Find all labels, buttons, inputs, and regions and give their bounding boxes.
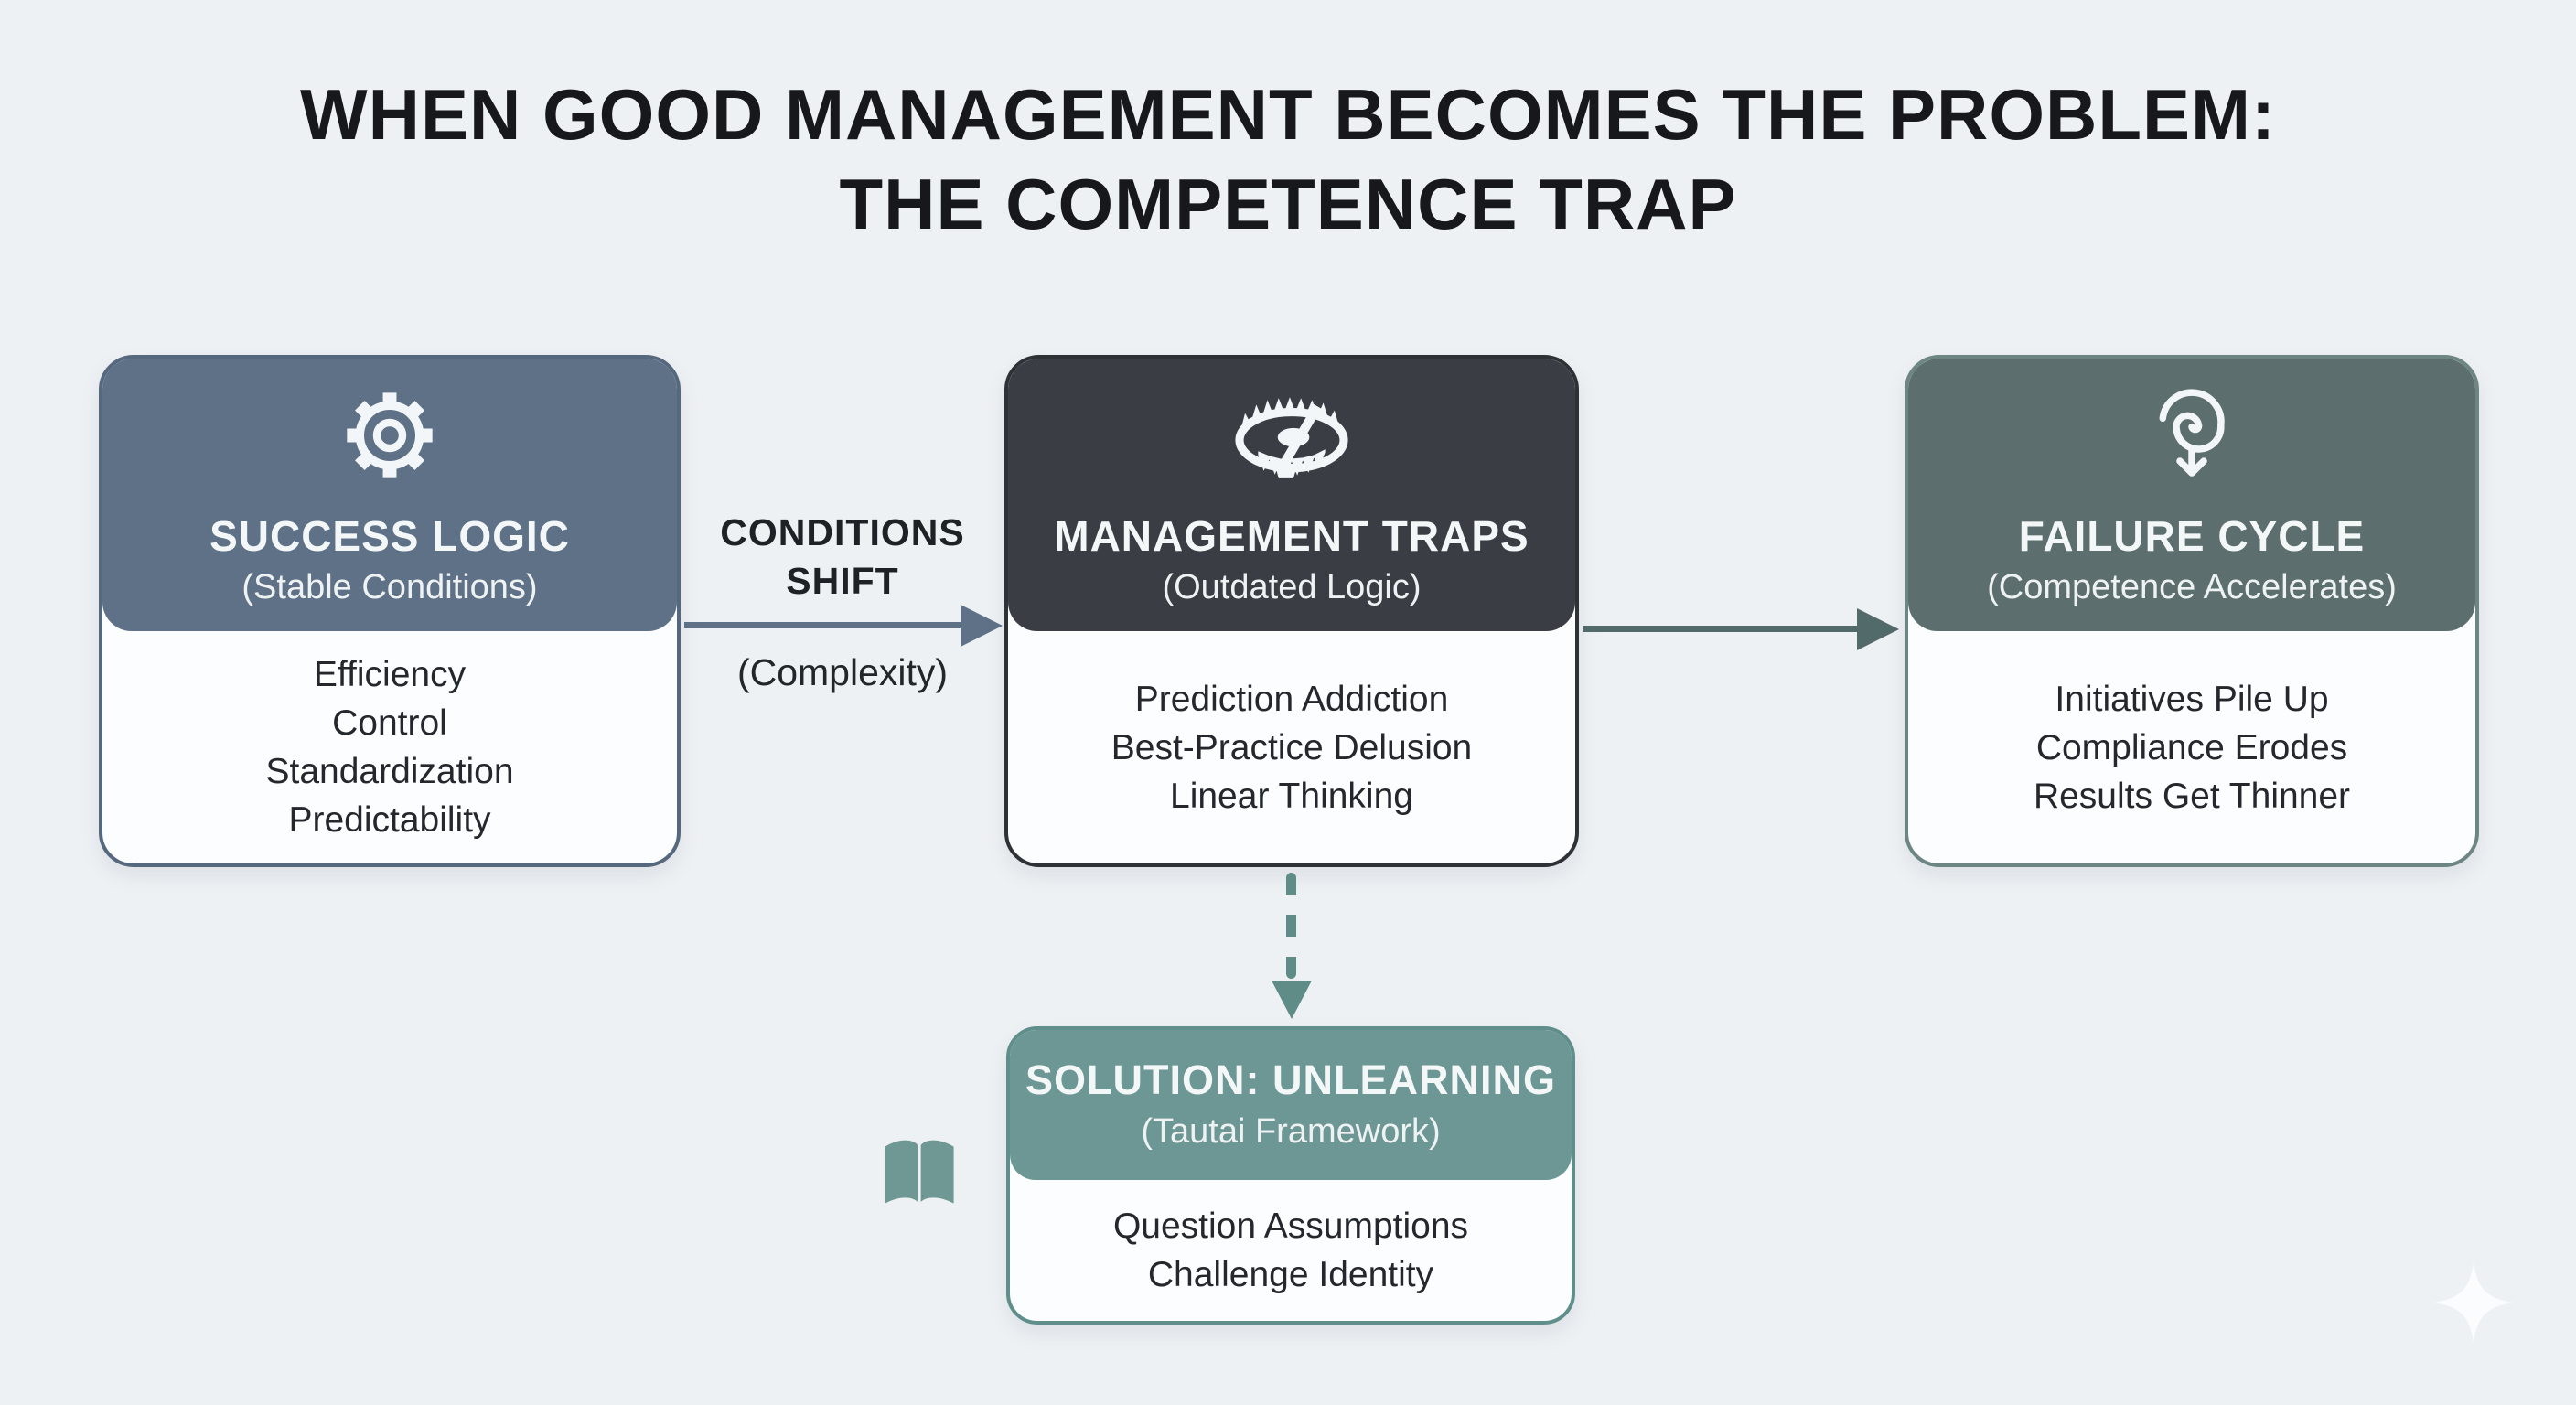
page-title-line1: WHEN GOOD MANAGEMENT BECOMES THE PROBLEM…: [300, 74, 2276, 155]
list-item: Question Assumptions: [1112, 1207, 1469, 1246]
list-item: Control: [332, 703, 447, 743]
list-item: Prediction Addiction: [1134, 679, 1449, 719]
traps-to-failure-arrow-head: [1857, 608, 1899, 650]
solution-subtitle: (Tautai Framework): [1141, 1112, 1441, 1151]
traps-to-failure-arrow-line: [1583, 626, 1859, 632]
management-traps-box: MANAGEMENT TRAPS (Outdated Logic) Predic…: [1004, 355, 1579, 867]
conditions-shift-arrow-head: [961, 605, 1003, 647]
management-traps-items: Prediction Addiction Best-Practice Delus…: [1008, 631, 1575, 863]
solution-box: SOLUTION: UNLEARNING (Tautai Framework) …: [1006, 1026, 1575, 1325]
management-traps-header: MANAGEMENT TRAPS (Outdated Logic): [1008, 359, 1575, 631]
success-logic-subtitle: (Stable Conditions): [242, 568, 538, 606]
sparkle-icon: [2428, 1257, 2519, 1353]
list-item: Efficiency: [313, 655, 467, 694]
list-item: Results Get Thinner: [2033, 776, 2351, 816]
management-traps-subtitle: (Outdated Logic): [1162, 568, 1422, 606]
success-logic-title: SUCCESS LOGIC: [209, 512, 570, 560]
gear-icon: [338, 384, 441, 491]
list-item: Predictability: [288, 800, 491, 840]
page-title-line2: THE COMPETENCE TRAP: [839, 164, 1737, 244]
failure-cycle-title: FAILURE CYCLE: [2018, 512, 2366, 560]
list-item: Linear Thinking: [1170, 776, 1413, 816]
failure-cycle-subtitle: (Competence Accelerates): [1987, 568, 2397, 606]
list-item: Initiatives Pile Up: [2055, 679, 2329, 719]
spiral-down-icon: [2141, 384, 2243, 491]
success-logic-items: Efficiency Control Standardization Predi…: [102, 631, 677, 863]
list-item: Compliance Erodes: [2035, 727, 2348, 767]
conditions-shift-label-line1: CONDITIONS: [720, 511, 965, 553]
list-item: Best-Practice Delusion: [1111, 727, 1473, 767]
solution-title: SOLUTION: UNLEARNING: [1025, 1056, 1556, 1103]
list-item: Standardization: [265, 752, 514, 791]
open-book-icon: [875, 1114, 964, 1238]
traps-to-solution-dashed-line: [1286, 873, 1296, 979]
conditions-shift-arrow-line: [684, 622, 962, 628]
trap-icon: [1223, 384, 1360, 491]
solution-items: Question Assumptions Challenge Identity: [1010, 1180, 1572, 1321]
failure-cycle-header: FAILURE CYCLE (Competence Accelerates): [1908, 359, 2475, 631]
solution-header: SOLUTION: UNLEARNING (Tautai Framework): [1010, 1030, 1572, 1180]
traps-to-solution-arrow-head: [1272, 981, 1312, 1019]
failure-cycle-items: Initiatives Pile Up Compliance Erodes Re…: [1908, 631, 2475, 863]
list-item: Challenge Identity: [1147, 1255, 1434, 1294]
failure-cycle-box: FAILURE CYCLE (Competence Accelerates) I…: [1905, 355, 2479, 867]
conditions-shift-label: CONDITIONS SHIFT: [671, 509, 1014, 606]
conditions-shift-sublabel: (Complexity): [736, 651, 949, 693]
success-logic-header: SUCCESS LOGIC (Stable Conditions): [102, 359, 677, 631]
management-traps-title: MANAGEMENT TRAPS: [1054, 512, 1530, 560]
conditions-shift-label-line2: SHIFT: [786, 560, 899, 602]
page-title: WHEN GOOD MANAGEMENT BECOMES THE PROBLEM…: [0, 70, 2576, 249]
success-logic-box: SUCCESS LOGIC (Stable Conditions) Effici…: [99, 355, 681, 867]
